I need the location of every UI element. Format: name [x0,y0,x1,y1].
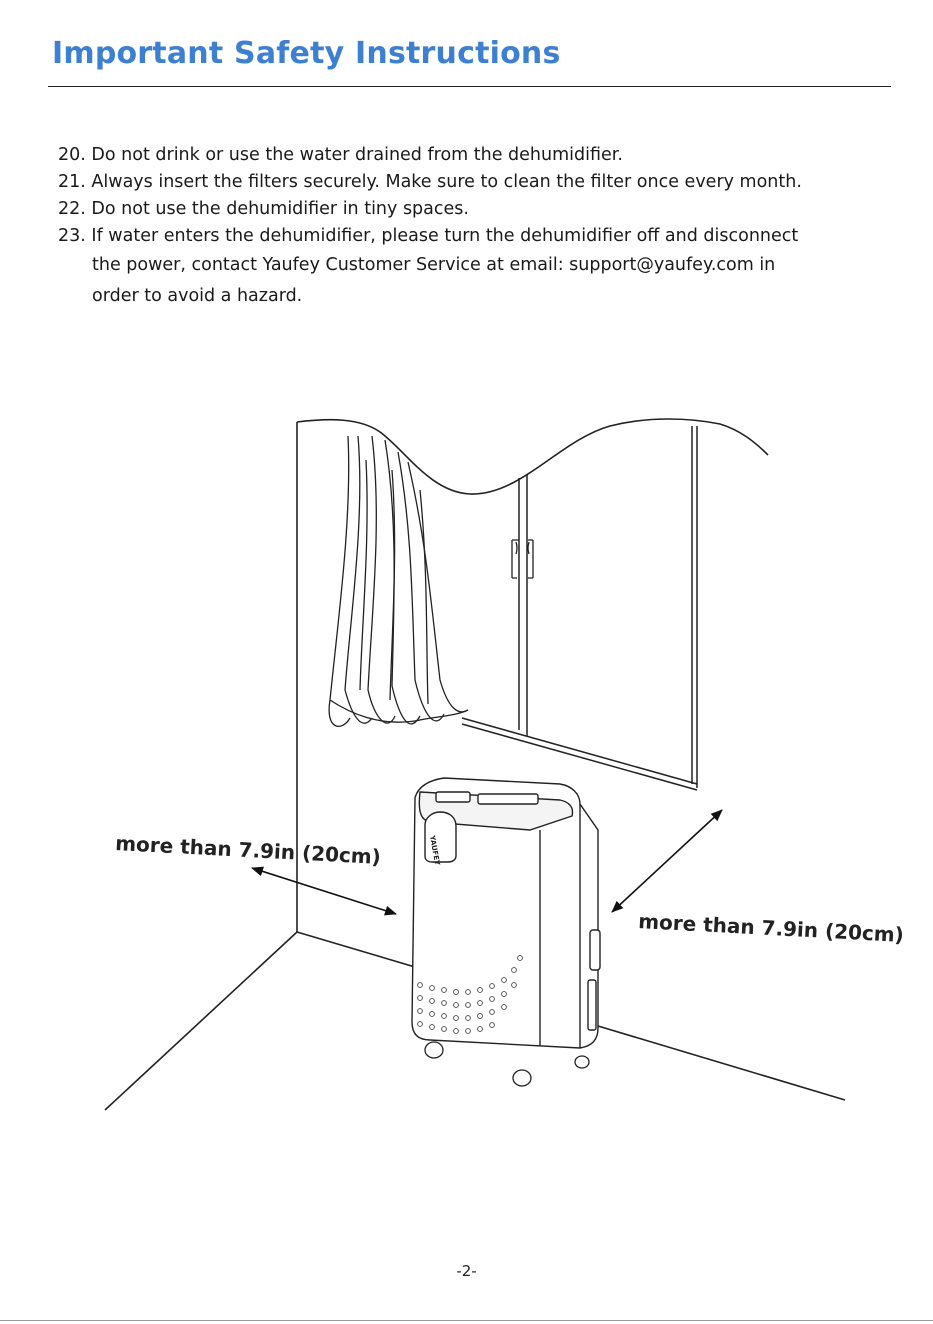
dehumidifier-placement-illustration: YAUFEY more than 7.9in (20cm) more than … [104,418,905,1111]
left-clearance-arrow [251,866,397,916]
safety-instruction-list: 20. Do not drink or use the water draine… [58,142,898,312]
instruction-item: 21. Always insert the filters securely. … [58,169,898,196]
instruction-continuation: the power, contact Yaufey Customer Servi… [92,255,776,275]
instruction-item: 23. If water enters the dehumidifier, pl… [58,223,898,312]
instruction-text: If water enters the dehumidifier, please… [91,226,799,246]
instruction-number: 21. [58,172,86,192]
window-frame [461,426,698,791]
instruction-item: 22. Do not use the dehumidifier in tiny … [58,196,898,223]
caster-wheels [424,1041,590,1087]
room-corner-lines [104,422,846,1111]
bottom-divider [0,1320,933,1321]
right-clearance-label: more than 7.9in (20cm) [638,909,905,947]
page-number: -2- [456,1262,477,1280]
page-title: Important Safety Instructions [52,36,561,71]
left-clearance-label: more than 7.9in (20cm) [115,831,382,869]
instruction-text: Do not use the dehumidifier in tiny spac… [91,199,469,219]
instruction-continuation: order to avoid a hazard. [92,286,303,306]
dehumidifier-unit [411,777,601,1049]
instruction-number: 23. [58,226,86,246]
right-clearance-arrow [611,809,723,913]
window-handle-icon [511,539,534,579]
curtain-drawing [328,435,469,728]
title-divider [48,86,891,87]
instruction-item: 20. Do not drink or use the water draine… [58,142,898,169]
instruction-number: 22. [58,199,86,219]
instruction-text: Do not drink or use the water drained fr… [91,145,623,165]
window-top-line [296,418,769,495]
vent-holes [417,955,523,1034]
instruction-text: Always insert the filters securely. Make… [91,172,802,192]
instruction-number: 20. [58,145,86,165]
